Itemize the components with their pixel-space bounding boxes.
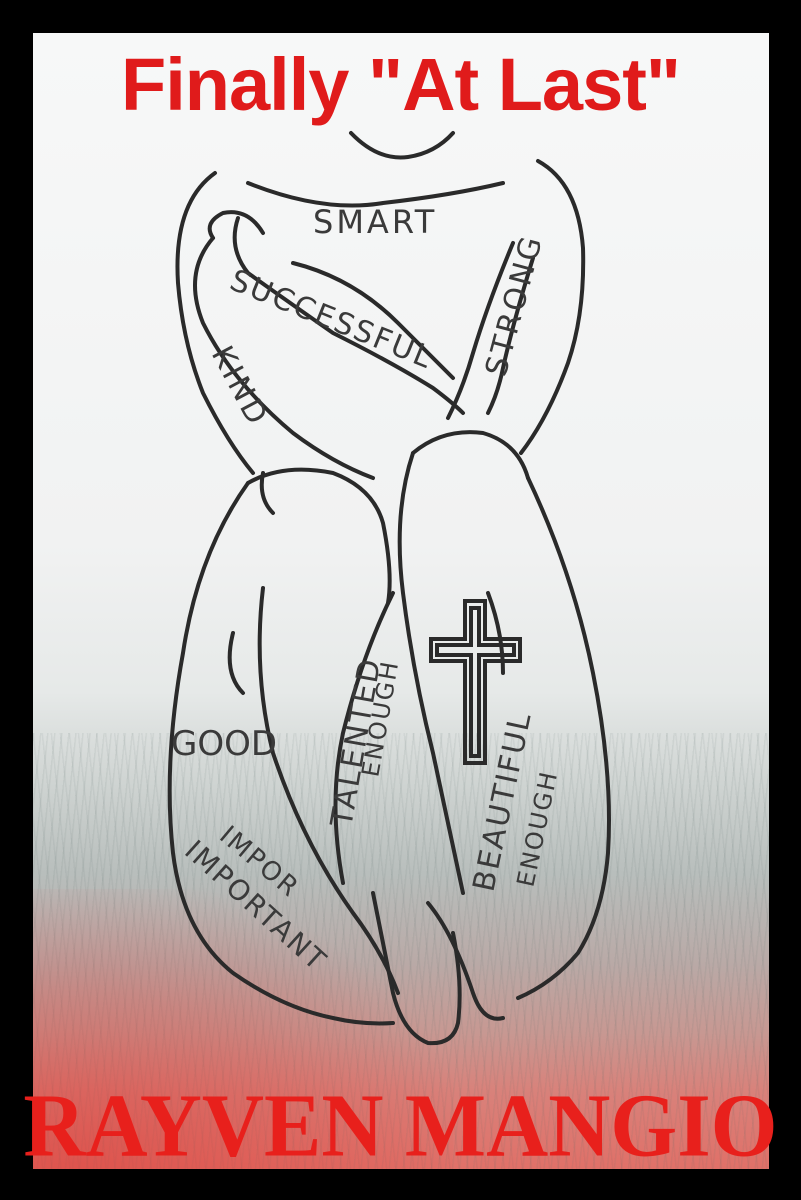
- word-good: GOOD: [171, 724, 277, 764]
- figure-drawing: SMART STRONG SUCCESSFUL KIND GOOD TALENT…: [167, 131, 611, 1046]
- torso-left: [259, 471, 275, 515]
- word-successful: SUCCESSFUL: [225, 263, 438, 376]
- shoulder-left-outline: [175, 171, 255, 475]
- right-leg-knee: [411, 430, 530, 480]
- right-arm-outline: [446, 241, 515, 420]
- left-leg-inner: [257, 586, 400, 995]
- right-shin-line: [486, 591, 505, 675]
- cross-icon: [429, 599, 522, 765]
- right-leg-outer: [516, 476, 611, 1000]
- left-leg-knee: [246, 467, 392, 605]
- book-title: Finally "At Last": [121, 43, 681, 126]
- word-smart: SMART: [313, 203, 437, 241]
- collar-line: [246, 181, 505, 208]
- foot-right: [426, 901, 505, 1021]
- cover-panel: [33, 33, 769, 1169]
- right-arm-inner: [486, 256, 535, 415]
- chin-outline: [349, 131, 455, 160]
- left-arm-inner: [232, 216, 465, 415]
- arm-cross-line: [291, 261, 455, 380]
- left-calf-line: [227, 631, 245, 695]
- leg-cross-line: [333, 591, 395, 885]
- author-name: RAYVEN MANGIO: [23, 1074, 778, 1176]
- left-leg-outer: [167, 481, 395, 1026]
- left-arm-outline: [193, 236, 375, 480]
- right-leg-inner: [397, 451, 465, 895]
- feet-outline: [371, 891, 462, 1046]
- left-hand: [207, 210, 265, 240]
- shoulder-right-outline: [519, 159, 586, 455]
